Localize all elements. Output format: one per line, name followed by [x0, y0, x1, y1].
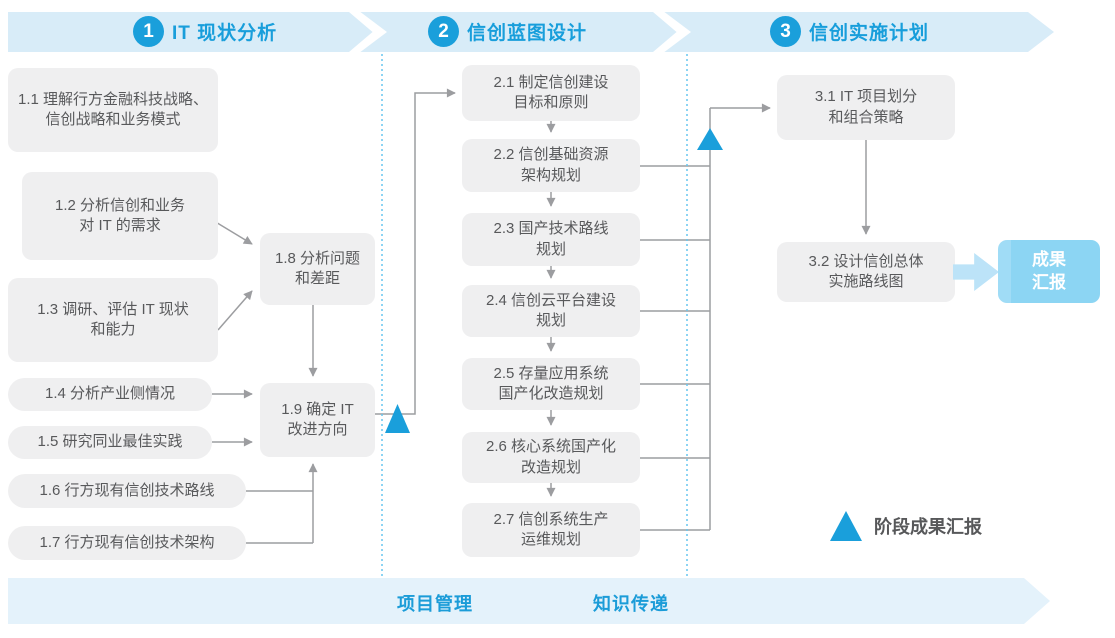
step-box-3-1: 3.1 IT 项目划分 和组合策略: [777, 75, 955, 140]
step-box-1-3: 1.3 调研、评估 IT 现状 和能力: [8, 278, 218, 362]
step-label: 2.2 信创基础资源: [493, 146, 609, 164]
step-label: 2.7 信创系统生产: [493, 510, 609, 528]
step-box-1-2: 1.2 分析信创和业务 对 IT 的需求: [22, 172, 218, 260]
phase-1-header: 1 IT 现状分析: [133, 16, 277, 47]
footer-label-project-management: 项目管理: [397, 594, 473, 614]
step-label: 1.5 研究同业最佳实践: [37, 433, 183, 451]
result-arrow-icon: [953, 253, 999, 291]
phase-2-title: 信创蓝图设计: [467, 23, 588, 44]
step-box-1-6: 1.6 行方现有信创技术路线: [8, 474, 246, 508]
step-box-1-5: 1.5 研究同业最佳实践: [8, 426, 212, 459]
top-phase-band: [8, 12, 1054, 52]
step-label: 2.3 国产技术路线: [493, 220, 609, 238]
step-box-2-6: 2.6 核心系统国产化 改造规划: [462, 432, 640, 483]
step-label: 3.2 设计信创总体: [808, 252, 924, 270]
step-box-1-4: 1.4 分析产业侧情况: [8, 378, 212, 411]
step-label: 国产化改造规划: [498, 385, 604, 402]
phase-1-number-badge: 1: [133, 16, 164, 47]
step-label: 2.6 核心系统国产化: [485, 438, 617, 456]
milestone-triangle-icon: [697, 128, 723, 150]
step-label: 1.1 理解行方金融科技战略、: [17, 90, 209, 108]
step-box-1-9: 1.9 确定 IT 改进方向: [260, 383, 375, 457]
step-box-3-2: 3.2 设计信创总体 实施路线图: [777, 242, 955, 302]
step-box-2-3: 2.3 国产技术路线 规划: [462, 213, 640, 266]
step-label: 改进方向: [287, 421, 348, 438]
step-box-1-1: 1.1 理解行方金融科技战略、 信创战略和业务模式: [8, 68, 218, 152]
step-label: 1.2 分析信创和业务: [54, 196, 186, 214]
phase-2-number-badge: 2: [428, 16, 459, 47]
result-label: 成果: [1032, 249, 1066, 269]
step-label: 运维规划: [520, 531, 581, 548]
legend-label: 阶段成果汇报: [874, 517, 982, 537]
step-label: 和能力: [90, 321, 136, 338]
step-label: 改造规划: [520, 458, 581, 476]
step-label: 规划: [535, 240, 566, 258]
step-box-2-7: 2.7 信创系统生产 运维规划: [462, 503, 640, 557]
phase-2-header: 2 信创蓝图设计: [428, 16, 587, 47]
step-label: 2.1 制定信创建设: [493, 73, 609, 91]
step-label: 2.5 存量应用系统: [493, 364, 609, 382]
step-label: 和组合策略: [828, 108, 904, 126]
step-label: 1.3 调研、评估 IT 现状: [37, 300, 189, 318]
phase-3-header: 3 信创实施计划: [770, 16, 929, 47]
step-box-2-5: 2.5 存量应用系统 国产化改造规划: [462, 358, 640, 410]
step-label: 2.4 信创云平台建设: [485, 291, 617, 309]
step-label: 架构规划: [520, 166, 581, 184]
phase-3-number-badge: 3: [770, 16, 801, 47]
legend: 阶段成果汇报: [830, 511, 982, 541]
milestone-triangle-icon: [385, 404, 410, 433]
step-label: 和差距: [294, 270, 340, 287]
phase-3-title: 信创实施计划: [809, 23, 930, 44]
step-label: 实施路线图: [828, 273, 904, 290]
step-box-2-4: 2.4 信创云平台建设 规划: [462, 285, 640, 337]
result-label: 汇报: [1032, 272, 1066, 292]
bottom-process-band: [8, 578, 1050, 624]
step-label: 信创战略和业务模式: [45, 111, 181, 128]
step-label: 1.4 分析产业侧情况: [44, 385, 176, 403]
step-label: 3.1 IT 项目划分: [814, 88, 918, 106]
step-label: 目标和原则: [513, 94, 589, 111]
step-box-1-7: 1.7 行方现有信创技术架构: [8, 526, 246, 560]
step-label: 1.7 行方现有信创技术架构: [39, 533, 215, 551]
step-label: 规划: [535, 312, 566, 329]
milestone-triangle-icon: [830, 511, 862, 541]
step-box-2-2: 2.2 信创基础资源 架构规划: [462, 139, 640, 192]
step-label: 1.6 行方现有信创技术路线: [39, 481, 215, 499]
step-label: 1.8 分析问题: [274, 249, 361, 267]
step-box-2-1: 2.1 制定信创建设 目标和原则: [462, 65, 640, 121]
result-report-box: 成果 汇报: [998, 240, 1100, 303]
footer-label-knowledge-transfer: 知识传递: [593, 594, 669, 614]
step-label: 对 IT 的需求: [79, 217, 161, 234]
phase-1-title: IT 现状分析: [172, 23, 278, 44]
step-box-1-8: 1.8 分析问题 和差距: [260, 233, 375, 305]
step-label: 1.9 确定 IT: [281, 400, 354, 418]
